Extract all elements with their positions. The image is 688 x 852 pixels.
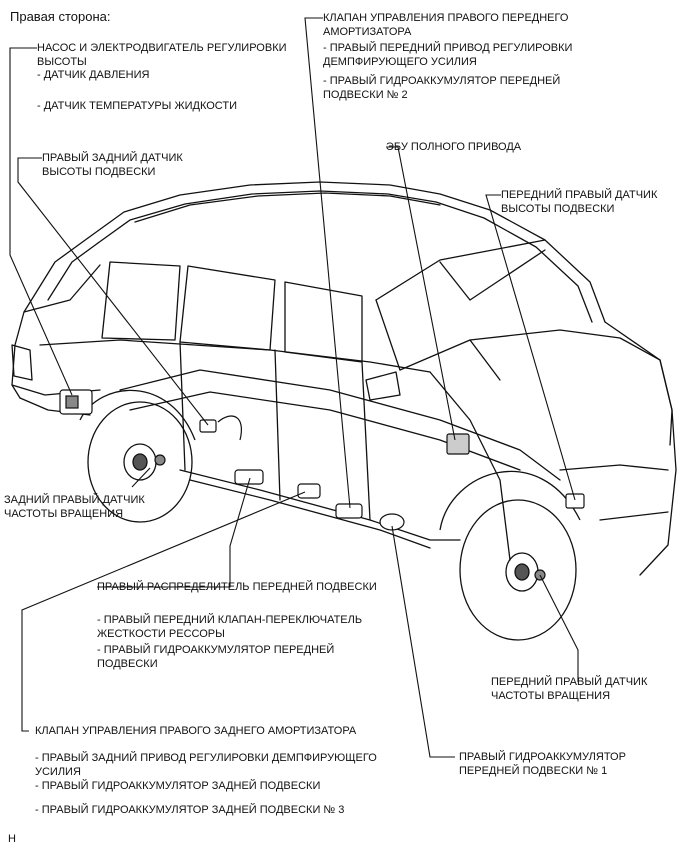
label-rear-height-sensor: ПРАВЫЙ ЗАДНИЙ ДАТЧИК ВЫСОТЫ ПОДВЕСКИ <box>42 152 183 178</box>
label-front-shock-valve: КЛАПАН УПРАВЛЕНИЯ ПРАВОГО ПЕРЕДНЕГО АМОР… <box>323 12 569 38</box>
label-pump-motor: НАСОС И ЭЛЕКТРОДВИГАТЕЛЬ РЕГУЛИРОВКИ ВЫС… <box>37 42 287 68</box>
label-rear-shock-valve: КЛАПАН УПРАВЛЕНИЯ ПРАВОГО ЗАДНЕГО АМОРТИ… <box>35 725 357 737</box>
label-front-accumulator-1: ПРАВЫЙ ГИДРОАККУМУЛЯТОР ПЕРЕДНЕЙ ПОДВЕСК… <box>459 751 626 777</box>
label-rear-speed-sensor: ЗАДНИЙ ПРАВЫЙ ДАТЧИК ЧАСТОТЫ ВРАЩЕНИЯ <box>4 494 145 520</box>
label-rear-damping-actuator: - ПРАВЫЙ ЗАДНИЙ ПРИВОД РЕГУЛИРОВКИ ДЕМПФ… <box>35 752 377 778</box>
label-front-distributor: ПРАВЫЙ РАСПРЕДЕЛИТЕЛЬ ПЕРЕДНЕЙ ПОДВЕСКИ <box>97 581 377 593</box>
label-4wd-ecu: ЭБУ ПОЛНОГО ПРИВОДА <box>386 141 522 153</box>
label-pressure-sensor: - ДАТЧИК ДАВЛЕНИЯ <box>37 69 150 81</box>
label-front-damping-actuator: - ПРАВЫЙ ПЕРЕДНИЙ ПРИВОД РЕГУЛИРОВКИ ДЕМ… <box>323 42 573 68</box>
page-title: Правая сторона: <box>10 9 111 24</box>
label-rear-accumulator-3: - ПРАВЫЙ ГИДРОАККУМУЛЯТОР ЗАДНЕЙ ПОДВЕСК… <box>35 804 345 816</box>
label-rear-accumulator: - ПРАВЫЙ ГИДРОАККУМУЛЯТОР ЗАДНЕЙ ПОДВЕСК… <box>35 780 321 792</box>
leader-lines <box>9 17 579 758</box>
label-front-accumulator: - ПРАВЫЙ ГИДРОАККУМУЛЯТОР ПЕРЕДНЕЙ ПОДВЕ… <box>97 644 335 670</box>
label-front-speed-sensor: ПЕРЕДНИЙ ПРАВЫЙ ДАТЧИК ЧАСТОТЫ ВРАЩЕНИЯ <box>491 676 648 702</box>
label-stiffness-valve: - ПРАВЫЙ ПЕРЕДНИЙ КЛАПАН-ПЕРЕКЛЮЧАТЕЛЬ Ж… <box>97 614 363 640</box>
label-front-height-sensor: ПЕРЕДНИЙ ПРАВЫЙ ДАТЧИК ВЫСОТЫ ПОДВЕСКИ <box>501 189 658 215</box>
label-front-accumulator-2: - ПРАВЫЙ ГИДРОАККУМУЛЯТОР ПЕРЕДНЕЙ ПОДВЕ… <box>323 75 561 101</box>
label-fluid-temp-sensor: - ДАТЧИК ТЕМПЕРАТУРЫ ЖИДКОСТИ <box>37 100 238 112</box>
footer-code: H <box>8 833 16 845</box>
components <box>59 389 585 581</box>
wheels <box>79 389 581 641</box>
